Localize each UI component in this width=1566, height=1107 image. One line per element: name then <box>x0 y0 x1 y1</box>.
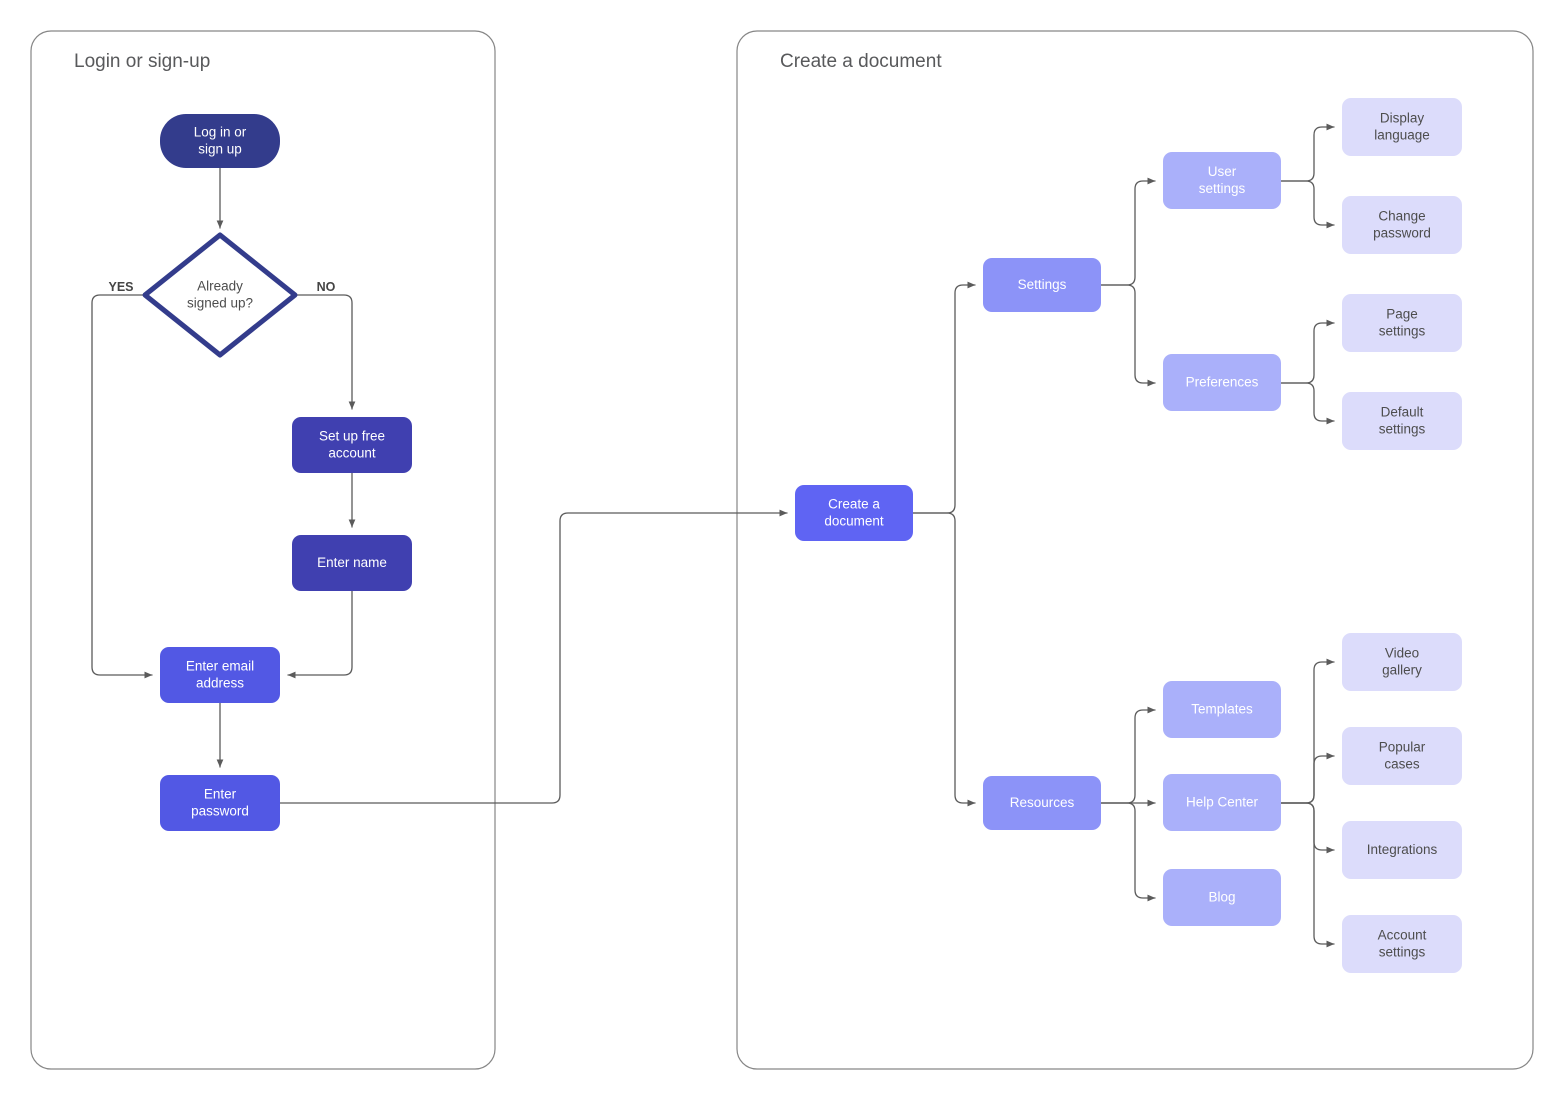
node-label: Help Center <box>1186 794 1259 809</box>
node-shape-rect[interactable] <box>1163 354 1281 411</box>
group-frame <box>736 30 1534 1070</box>
node-shape-pill[interactable] <box>160 114 280 168</box>
node-shape-rect[interactable] <box>160 647 280 703</box>
node-shape-rect[interactable] <box>1342 392 1462 450</box>
node-shape-rect[interactable] <box>1163 152 1281 209</box>
node-label: Blog <box>1208 889 1235 904</box>
node-shape-rect[interactable] <box>1342 196 1462 254</box>
node-label: Preferences <box>1186 374 1259 389</box>
node-shape-rect[interactable] <box>1163 869 1281 926</box>
node-shape-rect[interactable] <box>795 485 913 541</box>
node-shape-rect[interactable] <box>1163 681 1281 738</box>
node-blog[interactable]: Blog <box>1163 869 1281 926</box>
node-enter-name[interactable]: Enter name <box>292 535 412 591</box>
edge-e-create-resources <box>912 512 976 807</box>
edges-layer: YES NO <box>91 123 1335 948</box>
edge-e-prefs-page <box>1280 319 1335 384</box>
edge-label-e-no-setup: NO <box>317 280 336 294</box>
node-shape-rect[interactable] <box>292 417 412 473</box>
node-resources[interactable]: Resources <box>983 776 1101 830</box>
node-shape-rect[interactable] <box>1342 915 1462 973</box>
edge-e-prefs-default <box>1280 382 1335 425</box>
node-label: Resources <box>1010 795 1075 810</box>
edge-e-settings-user <box>1100 177 1156 286</box>
node-shape-rect[interactable] <box>1342 821 1462 879</box>
node-shape-diamond[interactable] <box>142 232 298 358</box>
group-title: Login or sign-up <box>74 51 210 72</box>
node-preferences[interactable]: Preferences <box>1163 354 1281 411</box>
edge-e-user-display <box>1280 123 1335 182</box>
node-shape-rect[interactable] <box>1342 294 1462 352</box>
edge-e-help-account <box>1280 802 1335 948</box>
node-shape-rect[interactable] <box>292 535 412 591</box>
node-templates[interactable]: Templates <box>1163 681 1281 738</box>
node-label: Templates <box>1191 701 1253 716</box>
node-shape-rect[interactable] <box>1342 633 1462 691</box>
edge-e-user-change <box>1280 180 1335 229</box>
node-label: Enter name <box>317 555 387 570</box>
group-frames-layer: Login or sign-up Create a document <box>30 30 1534 1070</box>
edge-e-name-email <box>287 590 353 679</box>
node-shape-rect[interactable] <box>983 776 1101 830</box>
node-label: Integrations <box>1367 842 1438 857</box>
node-label: Settings <box>1018 277 1067 292</box>
edge-e-help-popular <box>1280 752 1335 804</box>
edge-e-no-setup <box>294 294 356 410</box>
group-title: Create a document <box>780 51 942 72</box>
edge-e-password-create <box>279 509 788 804</box>
group-frame <box>30 30 496 1070</box>
edge-e-res-blog <box>1100 802 1156 902</box>
edge-e-create-settings <box>912 281 976 514</box>
node-shape-rect[interactable] <box>1342 727 1462 785</box>
group-g-create: Create a document <box>736 30 1534 1070</box>
edge-e-yes-email <box>91 294 153 679</box>
edge-e-settings-prefs <box>1100 284 1156 387</box>
node-help-center[interactable]: Help Center <box>1163 774 1281 831</box>
node-settings[interactable]: Settings <box>983 258 1101 312</box>
node-integrations[interactable]: Integrations <box>1342 821 1462 879</box>
node-shape-rect[interactable] <box>1163 774 1281 831</box>
node-shape-rect[interactable] <box>160 775 280 831</box>
group-g-login: Login or sign-up <box>30 30 496 1070</box>
edge-label-e-yes-email: YES <box>108 280 133 294</box>
node-shape-rect[interactable] <box>983 258 1101 312</box>
node-shape-rect[interactable] <box>1342 98 1462 156</box>
